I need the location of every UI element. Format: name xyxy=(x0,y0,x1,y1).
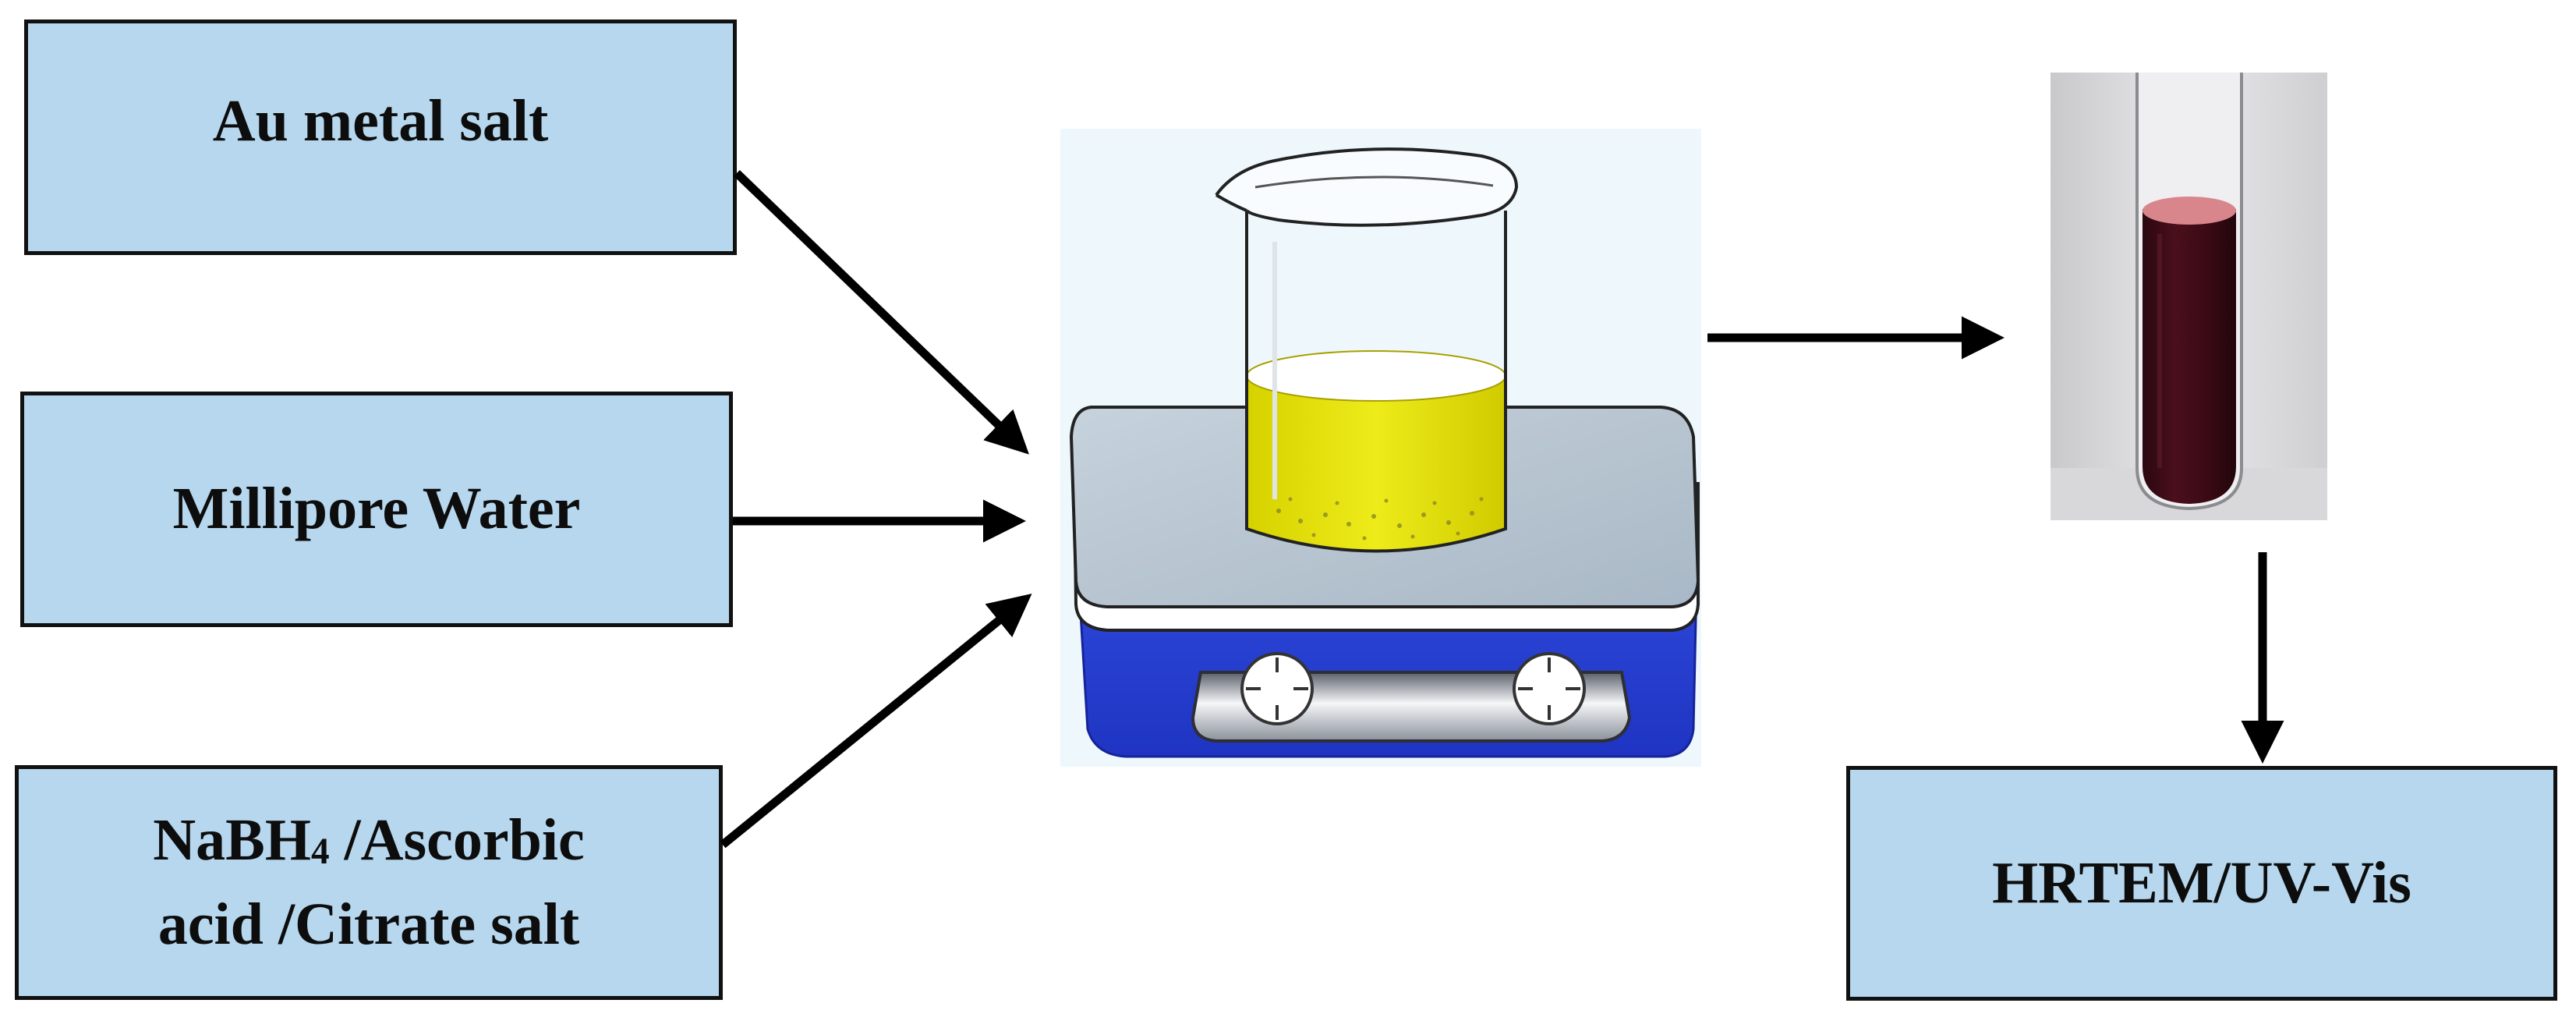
input-box-millipore-water: Millipore Water xyxy=(20,392,733,627)
input-box-reducing-agents: NaBH4 /Ascorbic acid /Citrate salt xyxy=(15,765,723,1000)
hrtem-uv-vis-label: HRTEM/UV-Vis xyxy=(1992,849,2411,916)
au-metal-salt-label: Au metal salt xyxy=(212,88,549,154)
reducing-agents-label: NaBH4 /Ascorbic acid /Citrate salt xyxy=(153,799,584,967)
input-box-au-metal-salt: Au metal salt xyxy=(24,19,737,255)
arrow-au-salt-to-beaker xyxy=(734,170,1029,455)
input-arrows xyxy=(720,170,1032,849)
millipore-water-label: Millipore Water xyxy=(172,476,581,542)
magnetic-stirrer-hotplate-icon xyxy=(1060,129,1701,767)
nabh-text: NaBH xyxy=(153,806,311,873)
subscript-4: 4 xyxy=(310,831,330,873)
reducing-agents-line-1: NaBH4 /Ascorbic xyxy=(153,799,584,883)
right-knob-icon xyxy=(1513,652,1586,725)
beaker-icon xyxy=(1215,147,1519,553)
ascorbic-text: /Ascorbic xyxy=(329,806,585,873)
left-knob-icon xyxy=(1240,652,1314,725)
test-tube-photo xyxy=(2051,73,2327,520)
output-box-hrtem-uv-vis: HRTEM/UV-Vis xyxy=(1846,766,2557,1001)
reducing-agents-line-2: acid /Citrate salt xyxy=(157,891,580,957)
arrow-reagent-to-beaker xyxy=(720,594,1032,849)
